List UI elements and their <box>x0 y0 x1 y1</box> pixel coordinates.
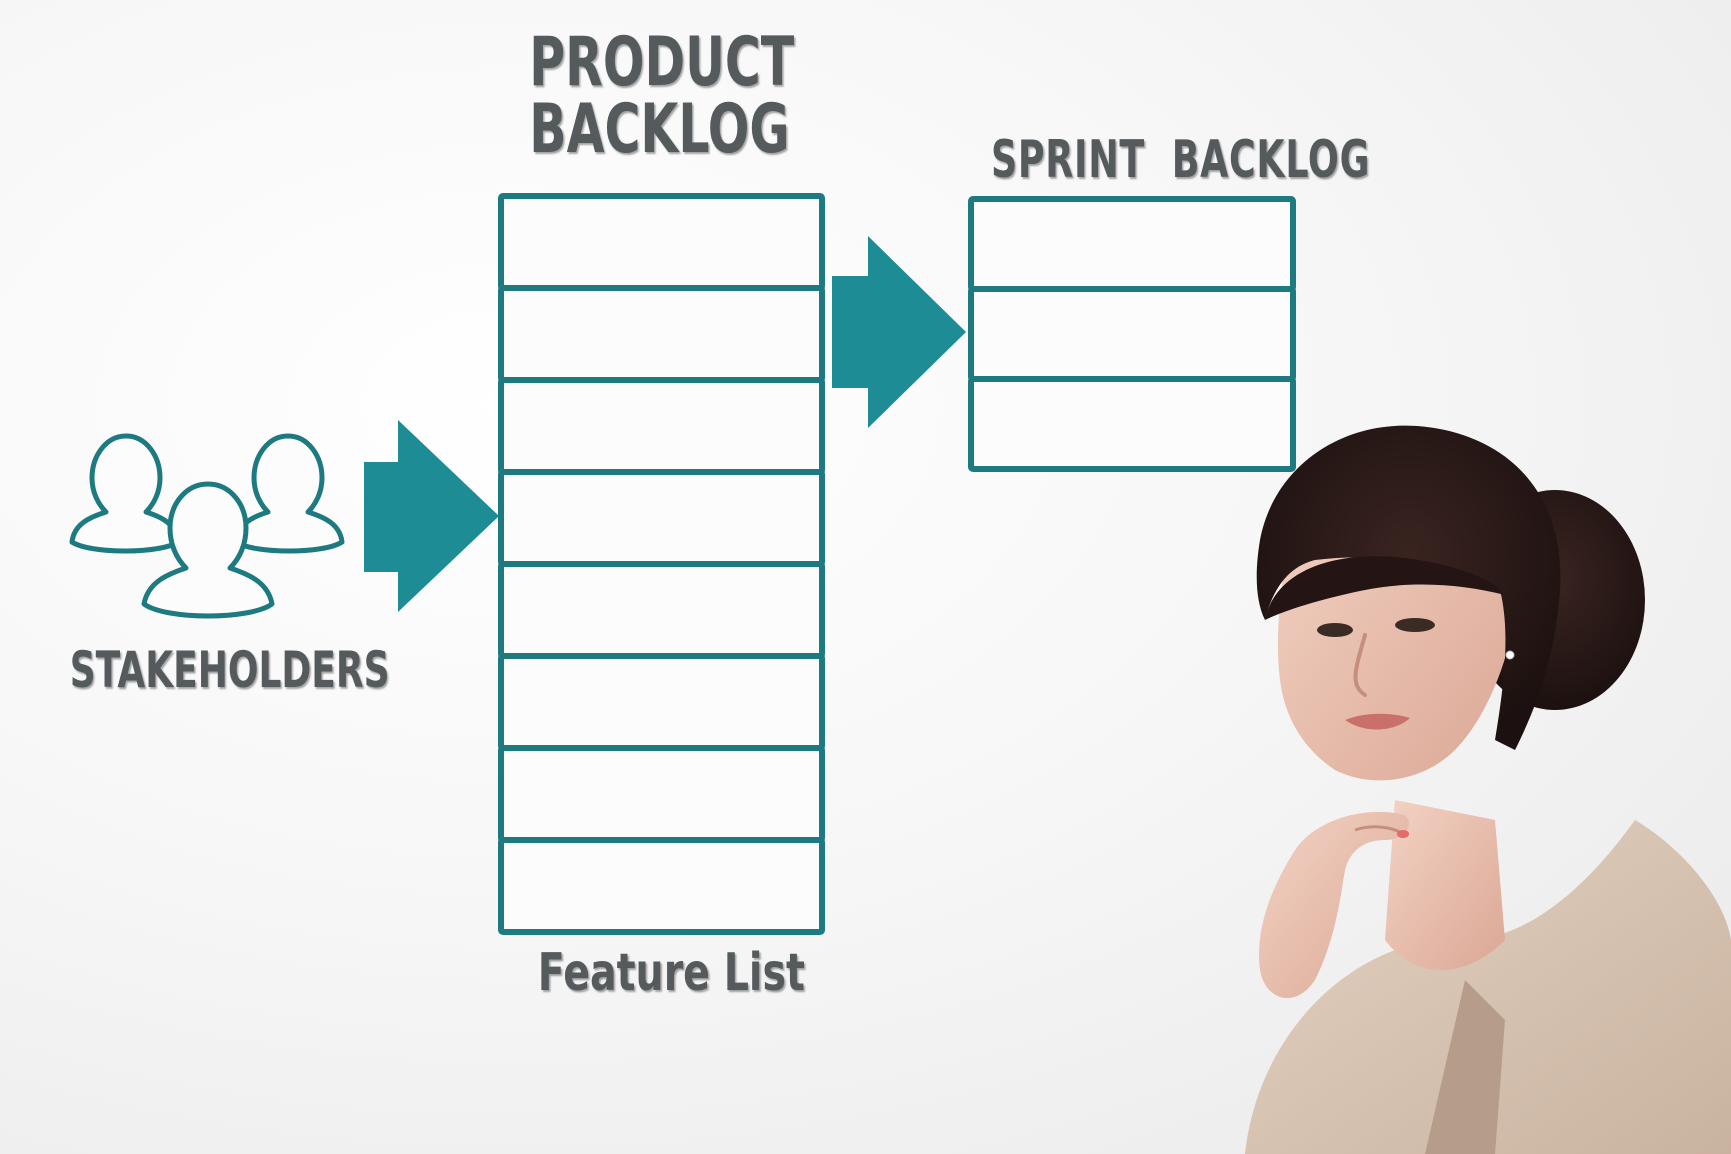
sprint-backlog-slot <box>968 286 1296 382</box>
arrow-right-icon <box>364 420 499 612</box>
product-backlog-slot <box>498 837 825 935</box>
sprint-backlog-slot <box>968 376 1296 472</box>
product-backlog-stack <box>498 193 825 935</box>
sprint-backlog-stack <box>968 196 1296 472</box>
product-backlog-slot <box>498 469 825 567</box>
product-backlog-slot <box>498 193 825 291</box>
product-backlog-slot <box>498 377 825 475</box>
feature-list-caption: Feature List <box>537 943 805 1003</box>
sprint-backlog-slot <box>968 196 1296 292</box>
group-of-people-icon <box>69 433 345 619</box>
product-backlog-title: PRODUCT BACKLOG <box>529 23 795 169</box>
product-backlog-slot <box>498 285 825 383</box>
product-backlog-slot <box>498 561 825 659</box>
sprint-backlog-title: SPRINT BACKLOG <box>991 130 1371 190</box>
product-backlog-slot <box>498 745 825 843</box>
stakeholders-label: STAKEHOLDERS <box>69 641 390 699</box>
thinking-woman-photo <box>1245 425 1731 1154</box>
arrow-right-icon <box>832 236 966 428</box>
product-backlog-slot <box>498 653 825 751</box>
